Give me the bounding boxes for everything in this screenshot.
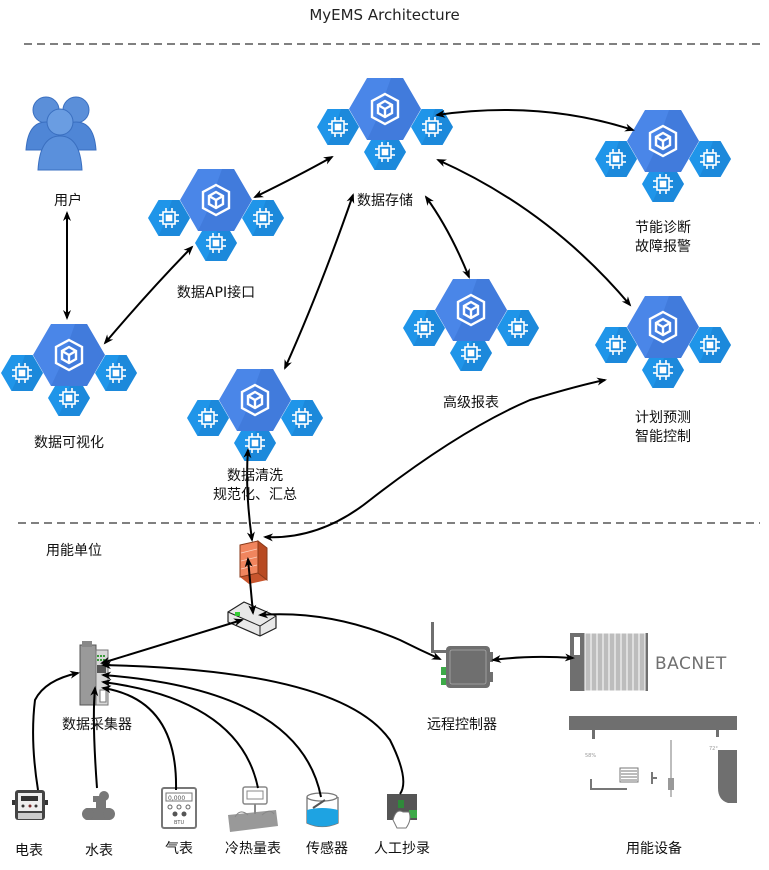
firewall-planning-link [263,377,607,542]
gas-meter-icon: 0,000 BTU [161,787,197,829]
reporting-cluster-icon [403,279,539,371]
visualization-api-link [103,245,194,345]
meter-label-heat: 冷热量表 [225,841,281,857]
cleaning-label-line1: 数据清洗 [227,468,283,484]
sensor-icon [306,792,339,828]
manual-entry-link [101,661,405,795]
gas-meter-unit: BTU [174,820,184,826]
meter-label-electric: 电表 [15,843,43,859]
storage-cleaning-link [284,193,355,370]
reporting-label: 高级报表 [443,395,499,411]
planning-label-line1: 计划预测 [635,410,691,426]
heat-meter-link [101,679,259,789]
storage-cluster-icon [317,78,453,170]
water-meter-icon [82,791,115,820]
api-label: 数据API接口 [176,285,256,301]
users-label: 用户 [54,193,82,209]
api-storage-link [253,156,334,198]
meter-label-gas: 气表 [165,841,193,857]
storage-label: 数据存储 [357,193,413,209]
storage-diagnosis-link [435,109,635,132]
diagnosis-label-line1: 节能诊断 [635,220,691,236]
sensor-link [101,671,322,798]
diagnosis-label: 节能诊断 故障报警 [613,219,713,257]
cleaning-cluster-icon [187,369,323,461]
firewall-icon [239,539,268,584]
storage-planning-link [436,159,632,307]
equipment-label: 用能设备 [626,841,682,857]
water-meter-link [90,686,99,789]
controller-bacnet-link [491,653,575,663]
gas-meter-display: 0,000 [168,795,185,802]
equipment-readout-right: 72° [709,746,718,752]
heat-meter-icon [228,786,278,832]
cleaning-label-line2: 规范化、汇总 [213,487,297,503]
meter-label-manual: 人工抄录 [374,841,430,857]
meter-label-water: 水表 [85,843,113,859]
firewall-router-link [244,557,257,615]
planning-label-line2: 智能控制 [635,429,691,445]
diagnosis-label-line2: 故障报警 [635,239,691,255]
cleaning-label: 数据清洗 规范化、汇总 [200,467,310,505]
planning-cluster-icon [595,296,731,388]
manual-entry-icon [387,794,417,829]
router-controller-link [258,610,442,660]
meter-label-sensor: 传感器 [306,841,348,857]
visualization-label: 数据可视化 [34,435,104,451]
bacnet-panel-icon [570,632,648,692]
planning-label: 计划预测 智能控制 [613,409,713,447]
remote-controller-label: 远程控制器 [427,717,497,733]
router-collector-link [100,618,244,665]
gas-meter-link [101,685,178,791]
diagram-title: MyEMS Architecture [309,6,460,24]
bacnet-label: BACNET [655,654,727,674]
cleaning-firewall-link [243,448,255,542]
users-icon [25,96,97,171]
visualization-cluster-icon [1,324,137,416]
api-cluster-icon [148,169,284,261]
connectors [32,109,635,798]
collector-label: 数据采集器 [62,717,132,733]
energy-equipment-icon: 58% 72° [569,716,737,803]
site-section-label: 用能单位 [46,543,102,559]
electric-meter-link [32,670,80,791]
equipment-readout-left: 58% [585,753,596,759]
remote-controller-icon [431,622,493,688]
electric-meter-icon [12,790,48,820]
